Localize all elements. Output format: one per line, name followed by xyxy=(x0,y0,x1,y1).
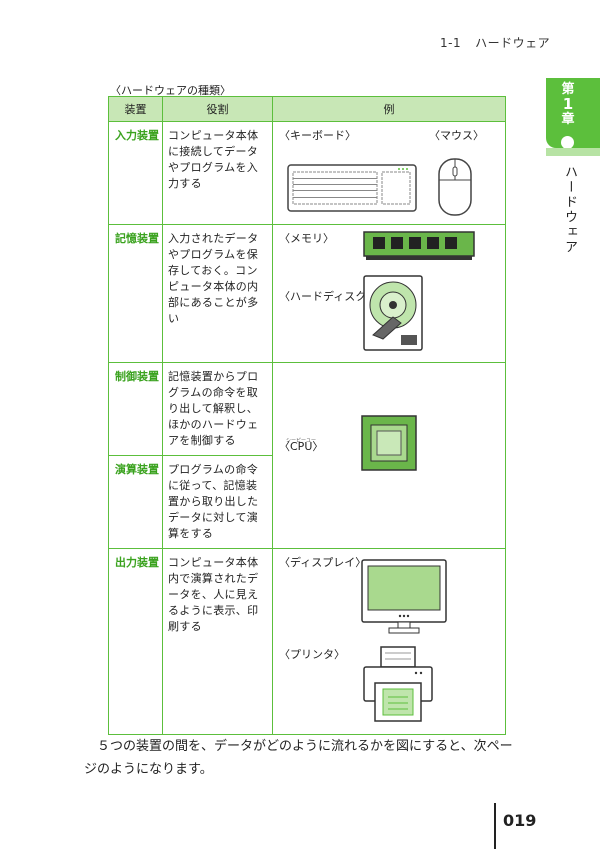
mouse-icon xyxy=(438,158,472,216)
table-header-row: 装置 役割 例 xyxy=(108,96,506,122)
cpu-ruby: シーピーユー xyxy=(286,438,317,444)
memory-icon xyxy=(363,231,475,260)
role-storage: 入力されたデータやプログラムを保存しておく。コンピュータ本体の内部にあることが多… xyxy=(162,224,273,363)
example-storage: 〈メモリ〉 〈ハードディスク〉 xyxy=(272,224,506,363)
chapter-label: 第 1 章 xyxy=(554,82,582,127)
hard-disk-icon xyxy=(363,275,423,351)
label-hdd: 〈ハードディスク〉 xyxy=(279,290,378,303)
chapter-label-sho: 章 xyxy=(561,112,575,127)
running-header: 1-1 ハードウェア xyxy=(440,34,550,51)
example-cpu: シーピーユー 〈CPU〉 xyxy=(272,362,506,549)
body-paragraph: ５つの装置の間を、データがどのように流れるかを図にすると、次ページのようになりま… xyxy=(84,739,513,777)
table-row: 入力装置 コンピュータ本体に接続してデータやプログラムを入力する 〈キーボード〉… xyxy=(108,121,506,225)
page-number: 019 xyxy=(503,811,537,830)
display-icon xyxy=(361,559,447,634)
label-mouse: 〈マウス〉 xyxy=(429,129,484,142)
chapter-tab-underline xyxy=(546,148,600,156)
chapter-tab xyxy=(546,78,600,148)
device-control: 制御装置 xyxy=(108,362,163,456)
device-arithmetic: 演算装置 xyxy=(108,455,163,549)
label-cpu: 〈CPU〉 xyxy=(279,440,324,453)
section-title: ハードウェア xyxy=(475,36,551,50)
role-input: コンピュータ本体に接続してデータやプログラムを入力する xyxy=(162,121,273,225)
role-output: コンピュータ本体内で演算されたデータを、人に見えるように表示、印刷する xyxy=(162,548,273,735)
label-memory: 〈メモリ〉 xyxy=(279,232,334,245)
printer-icon xyxy=(363,646,433,722)
section-number: 1-1 xyxy=(440,36,462,50)
device-storage: 記憶装置 xyxy=(108,224,163,363)
label-display: 〈ディスプレイ〉 xyxy=(279,556,367,569)
page-number-bar xyxy=(494,803,496,849)
device-output: 出力装置 xyxy=(108,548,163,735)
example-output: 〈ディスプレイ〉 〈プリンタ〉 xyxy=(272,548,506,735)
table-caption: 〈ハードウェアの種類〉 xyxy=(110,84,231,97)
device-input: 入力装置 xyxy=(108,121,163,225)
example-input: 〈キーボード〉 〈マウス〉 xyxy=(272,121,506,225)
chapter-title-vertical: ハードウェア xyxy=(562,165,577,255)
keyboard-icon xyxy=(287,164,417,212)
label-printer: 〈プリンタ〉 xyxy=(279,648,345,661)
label-keyboard: 〈キーボード〉 xyxy=(279,129,356,142)
cpu-icon xyxy=(361,415,417,471)
table-row: 出力装置 コンピュータ本体内で演算されたデータを、人に見えるように表示、印刷する… xyxy=(108,548,506,735)
table-row: 記憶装置 入力されたデータやプログラムを保存しておく。コンピュータ本体の内部にあ… xyxy=(108,224,506,363)
chapter-label-dai: 第 xyxy=(561,82,575,97)
hardware-table: 装置 役割 例 入力装置 コンピュータ本体に接続してデータやプログラムを入力する… xyxy=(108,96,506,735)
header-device: 装置 xyxy=(108,96,163,122)
table-row: 演算装置 プログラムの命令に従って、記憶装置から取り出したデータに対して演算をす… xyxy=(108,455,506,549)
table-row: 制御装置 記憶装置からプログラムの命令を取り出して解釈し、ほかのハードウェアを制… xyxy=(108,362,506,549)
header-example: 例 xyxy=(272,96,506,122)
chapter-number: 1 xyxy=(562,95,574,113)
header-role: 役割 xyxy=(162,96,273,122)
role-control: 記憶装置からプログラムの命令を取り出して解釈し、ほかのハードウェアを制御する xyxy=(162,362,273,456)
role-arithmetic: プログラムの命令に従って、記憶装置から取り出したデータに対して演算をする xyxy=(162,455,273,549)
chapter-dot-icon xyxy=(561,136,574,149)
